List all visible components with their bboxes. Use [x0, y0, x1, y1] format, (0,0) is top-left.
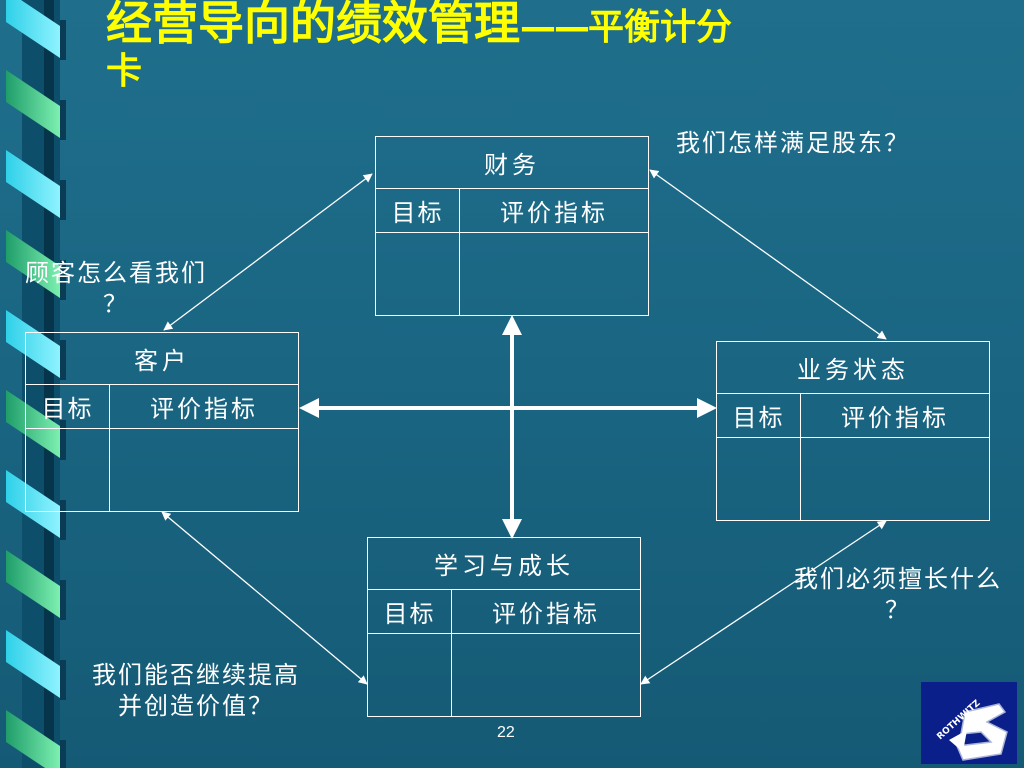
company-logo: ROTHWITZ [921, 682, 1017, 764]
business-header: 业务状态 [717, 342, 989, 394]
arrow-finance-business [649, 169, 887, 340]
slide-title: 经营导向的绩效管理——平衡计分 卡 [106, 0, 966, 95]
question-customers: 顾客怎么看我们 ？ [14, 258, 218, 320]
title-main: 经营导向的绩效管理 [106, 0, 520, 50]
title-sub: 平衡计分 [588, 7, 733, 48]
customer-header: 客户 [26, 333, 298, 385]
customer-goal-label: 目标 [26, 385, 110, 428]
question-excel-line2: ？ [885, 596, 911, 624]
question-excel-line1: 我们必须擅长什么 [794, 565, 1002, 593]
learning-header: 学习与成长 [368, 538, 640, 590]
business-body [717, 438, 989, 521]
business-box: 业务状态 目标 评价指标 [716, 341, 990, 521]
title-dash: —— [520, 7, 590, 48]
question-value: 我们能否继续提高 并创造价值？ [80, 660, 312, 722]
learning-box: 学习与成长 目标 评价指标 [367, 537, 641, 717]
title-sub-line2: 卡 [106, 50, 143, 92]
business-goal-label: 目标 [717, 394, 801, 437]
customer-metric-label: 评价指标 [150, 395, 258, 423]
finance-goal-label: 目标 [376, 189, 460, 232]
question-shareholders: 我们怎样满足股东？ [676, 129, 910, 157]
question-customers-line2: ？ [103, 290, 129, 318]
customer-body [26, 429, 298, 512]
question-value-line1: 我们能否继续提高 [92, 661, 300, 689]
learning-goal-label: 目标 [368, 590, 452, 633]
page-number: 22 [497, 724, 515, 741]
question-value-line2: 并创造价值？ [118, 692, 274, 720]
arrow-customer-learning [161, 511, 368, 685]
customer-box: 客户 目标 评价指标 [25, 332, 299, 512]
finance-box: 财务 目标 评价指标 [375, 136, 649, 316]
learning-body [368, 634, 640, 717]
number-3-logo-icon [949, 703, 1008, 761]
learning-metric-label: 评价指标 [492, 600, 600, 628]
business-metric-label: 评价指标 [841, 404, 949, 432]
finance-body [376, 233, 648, 316]
question-excel: 我们必须擅长什么 ？ [782, 564, 1014, 626]
question-customers-line1: 顾客怎么看我们 [25, 259, 207, 287]
finance-header: 财务 [376, 137, 648, 189]
finance-metric-label: 评价指标 [500, 199, 608, 227]
